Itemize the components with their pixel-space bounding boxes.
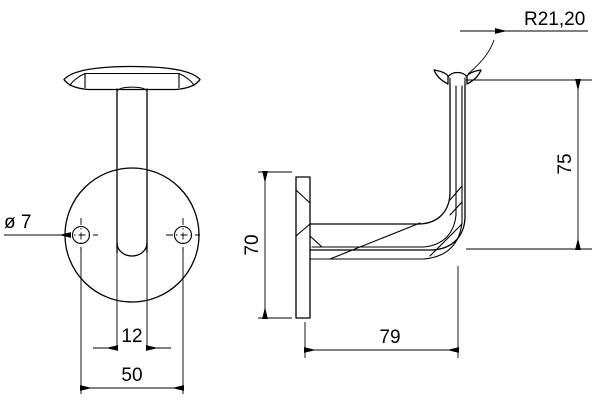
bracket-facet-diagonal-riser-low xyxy=(449,201,463,216)
dim70-label: 70 xyxy=(242,234,263,255)
side-view-saddle xyxy=(433,69,482,85)
dimension-flange-diameter: 50 xyxy=(80,247,184,394)
bracket-facet-diagonal-arm xyxy=(329,222,421,260)
dim75-label: 75 xyxy=(555,153,576,174)
saddle-left-fillet xyxy=(69,72,86,87)
dimension-wall-plate-height: 70 xyxy=(242,171,292,319)
bracket-lower-edge-elbow xyxy=(423,85,463,260)
bracket-facet-diagonal-riser xyxy=(449,185,463,201)
dim12-label: 12 xyxy=(121,326,142,347)
side-view-bracket-body xyxy=(309,83,466,260)
dimension-projection-length: 79 xyxy=(304,266,459,358)
dimension-hole-diameter: ø 7 xyxy=(4,212,71,238)
bracket-facet-diagonal-elbow xyxy=(429,223,463,257)
bracket-seam-line xyxy=(311,85,457,248)
wall-plate-chamfer-top xyxy=(295,189,311,204)
hole-diameter-label: ø 7 xyxy=(4,212,31,233)
radius-label: R21,20 xyxy=(524,9,585,30)
front-view-stem xyxy=(116,86,148,257)
wall-plate-outline xyxy=(295,176,311,319)
front-view-hole-right xyxy=(166,218,200,252)
side-view-wall-plate xyxy=(295,176,311,319)
dimension-saddle-radius: R21,20 xyxy=(460,9,588,75)
saddle-right-wing xyxy=(466,69,482,85)
front-view-group: ø 7 12 50 xyxy=(4,65,201,394)
bracket-inner-contour xyxy=(309,83,451,225)
dim79-label: 79 xyxy=(379,327,400,348)
front-view-saddle xyxy=(63,65,201,91)
bracket-outer-contour xyxy=(309,83,466,251)
dim50-label: 50 xyxy=(121,365,142,386)
dimension-overall-height: 75 xyxy=(466,79,592,250)
saddle-left-wing xyxy=(433,69,449,85)
stem-top-junction xyxy=(116,86,148,92)
side-view-group: R21,20 70 75 79 xyxy=(242,9,592,358)
bracket-arm-chamfer-wall xyxy=(309,235,323,248)
wall-plate-chamfer-bottom xyxy=(295,223,311,237)
dimension-hole-spacing-inner: 12 xyxy=(93,252,171,351)
saddle-plate-outline xyxy=(63,65,201,91)
stem-rounded-end xyxy=(116,242,148,257)
saddle-concave-seat xyxy=(447,71,468,78)
radius-leader-arc xyxy=(467,39,495,75)
saddle-right-fillet xyxy=(178,72,195,87)
